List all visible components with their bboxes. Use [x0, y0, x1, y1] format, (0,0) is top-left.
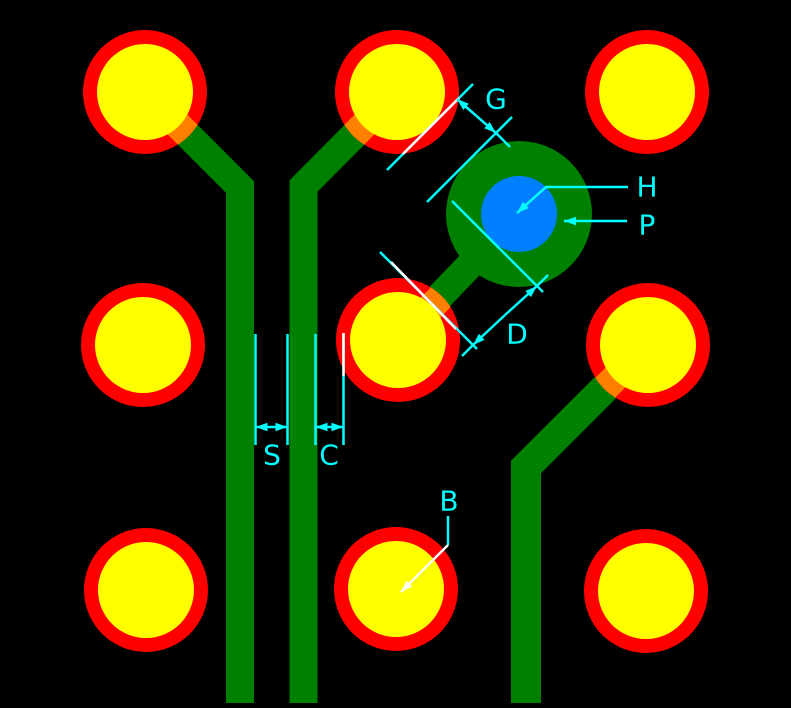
d-dim-tail-ne	[536, 274, 549, 287]
pad-mid-right	[600, 297, 696, 393]
pad-bottom-middle	[348, 541, 444, 637]
g-dim-arrow-nw	[456, 98, 478, 117]
pad-bottom-left	[98, 542, 194, 638]
pad-top-right	[599, 44, 695, 140]
h-leader-arrow	[516, 185, 628, 214]
dimension-label-G: G	[485, 83, 507, 116]
b-leader-arrow	[400, 544, 449, 593]
g-via-tangent	[426, 116, 513, 203]
pad-mid-left	[95, 297, 191, 393]
pad-top-left	[97, 44, 193, 140]
d-dim-tail-sw	[461, 344, 474, 357]
g-dim-tail	[495, 132, 511, 148]
layer-via	[446, 141, 592, 287]
dimension-label-H: H	[636, 171, 657, 204]
d-dim-arrow-ne	[504, 285, 538, 316]
layer-labels: G HP D S C B	[263, 83, 657, 518]
layer-pads	[81, 30, 710, 653]
pad-top-middle	[349, 44, 445, 140]
d-dim-arrow-sw	[472, 314, 506, 346]
dimension-label-P: P	[639, 209, 656, 242]
dimension-label-B: B	[439, 485, 458, 518]
pad-bottom-right	[598, 543, 694, 639]
pad-mid-middle	[350, 292, 446, 388]
g-dim-arrow-se	[475, 115, 497, 134]
g-pad-tangent-white	[402, 97, 460, 155]
dimension-label-C: C	[319, 439, 339, 472]
dimension-label-D: D	[506, 318, 528, 351]
d-hole-tangent	[451, 200, 544, 293]
dimension-label-S: S	[263, 439, 281, 472]
layer-annotations	[254, 83, 628, 593]
d-pad-tangent-white	[390, 261, 457, 330]
